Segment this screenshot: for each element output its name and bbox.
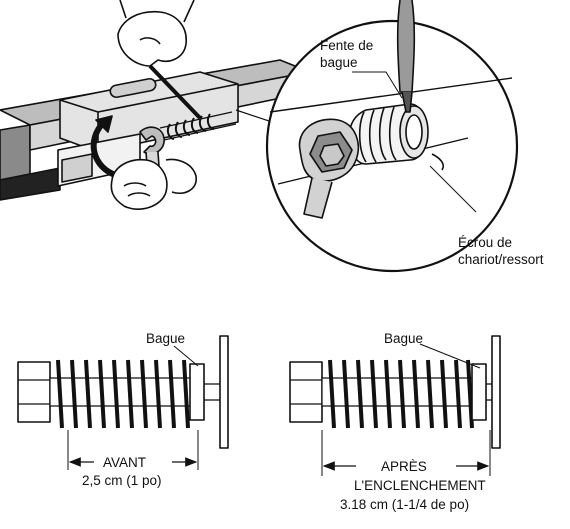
label-ring-slot-line1: Fente de [320,38,373,53]
rail-assembly-illustration [0,0,311,210]
label-after-title-line1: APRÈS [381,459,427,474]
magnified-detail-view [265,0,519,273]
label-before-measurement: 2,5 cm (1 po) [82,473,162,488]
label-carriage-nut-line1: Écrou de [458,235,512,250]
spring-after-diagram [289,335,501,476]
label-ring-slot-line2: bague [320,55,358,70]
spring-before-diagram [17,335,229,470]
label-collar-before: Bague [146,331,185,346]
label-after-title-line2: L'ENCLENCHEMENT [354,478,486,493]
label-collar-after: Bague [384,331,423,346]
label-before-title: AVANT [103,455,146,470]
label-after-measurement: 3.18 cm (1-1/4 de po) [340,497,469,512]
label-carriage-nut-line2: chariot/ressort [458,252,544,267]
